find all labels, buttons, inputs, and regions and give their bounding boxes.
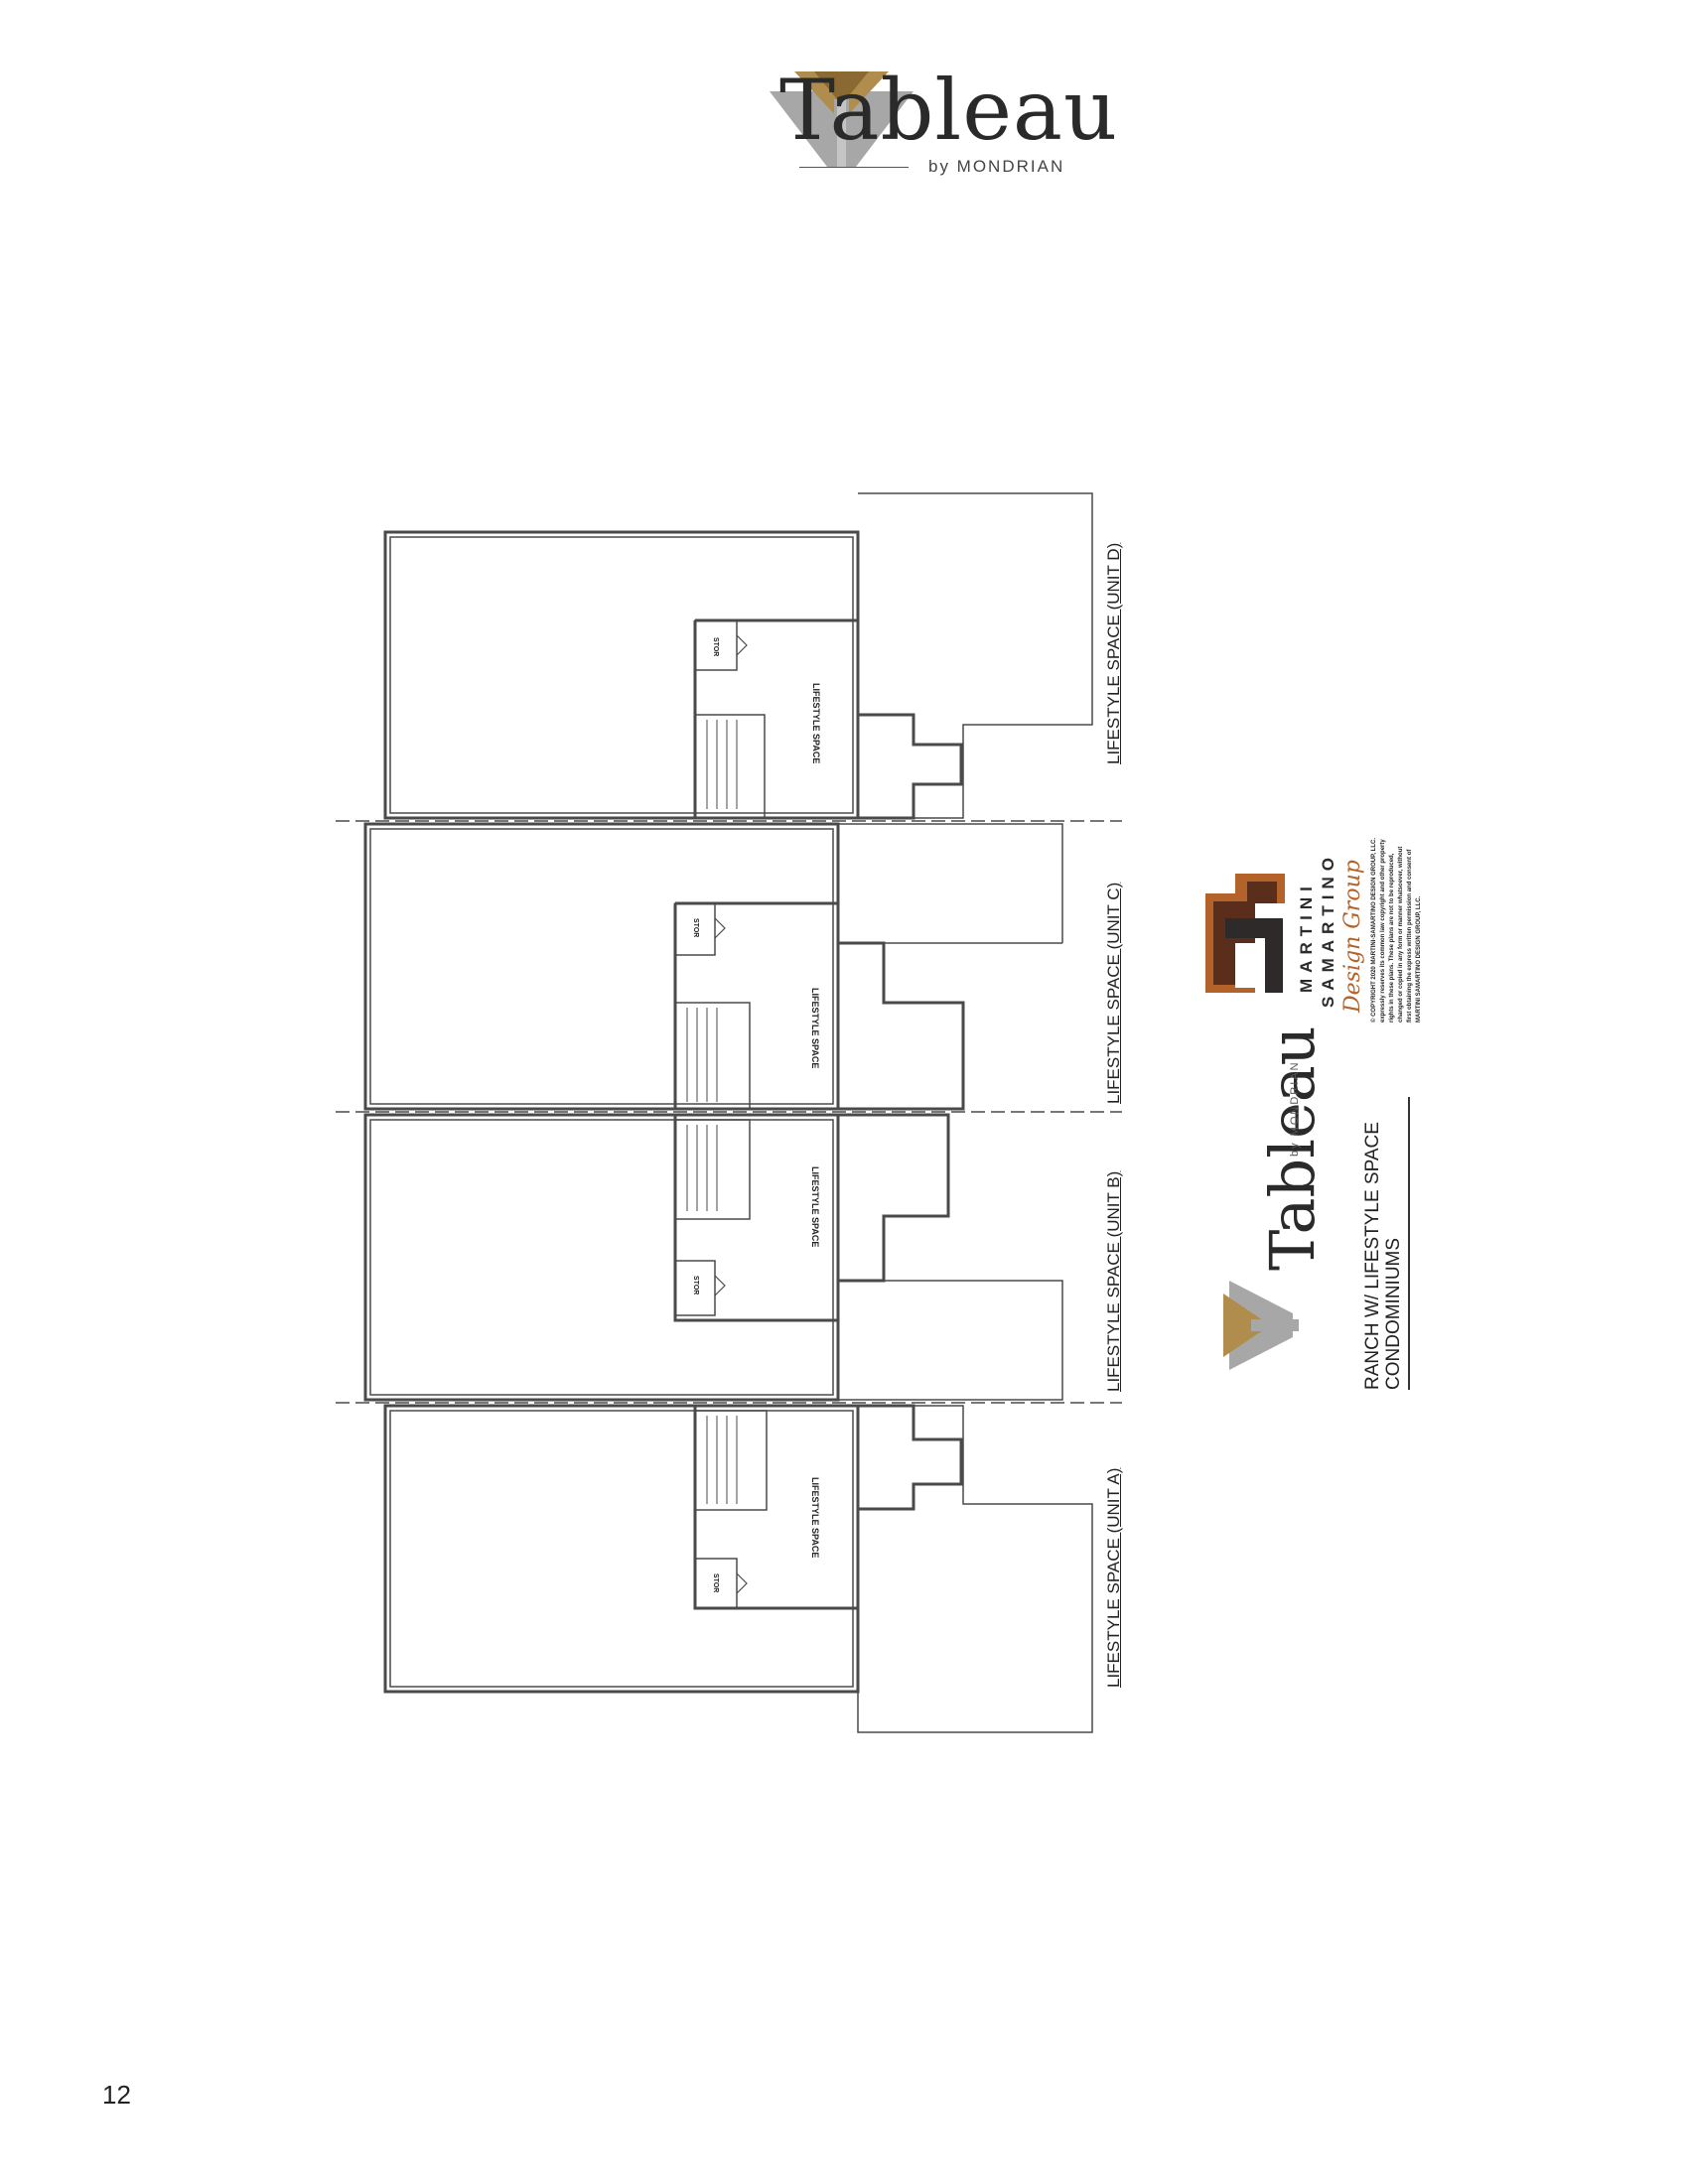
unit-label-d: LIFESTYLE SPACE (UNIT D) (1104, 542, 1123, 764)
title-block-rule (1408, 1097, 1410, 1390)
unit-d-walls (383, 492, 1093, 820)
unit-label-a: LIFESTYLE SPACE (UNIT A) (1104, 1467, 1123, 1688)
room-label-c: LIFESTYLE SPACE (810, 988, 820, 1069)
brand-subtitle: by MONDRIAN (928, 157, 1065, 176)
title-block-subtitle: CONDOMINIUMS (1383, 1237, 1404, 1390)
firm-name-line3: Design Group (1340, 860, 1365, 1013)
room-label-a: LIFESTYLE SPACE (810, 1477, 820, 1559)
firm-name-line2: SAMARTINO (1319, 852, 1337, 1008)
title-block: Tableau by MONDRIAN RANCH W/ LIFESTYLE S… (1172, 834, 1499, 1390)
unit-c-walls (363, 822, 1063, 1111)
demising-lines (336, 820, 1122, 1404)
page-number: 12 (102, 2080, 131, 2110)
storage-label-d: STOR (712, 637, 719, 657)
plan-walls (363, 492, 1093, 1733)
room-label-d: LIFESTYLE SPACE (811, 683, 821, 764)
tableau-logo-mark (770, 71, 914, 167)
title-block-logo-mark (1223, 1281, 1299, 1370)
firm-name-line1: MARTINI (1297, 881, 1316, 993)
copyright-notice: © COPYRIGHT 2020 MARTINI-SAMARTINO DESIG… (1371, 838, 1422, 1023)
ms-logo-mark (1205, 874, 1285, 993)
brand-name: Tableau (779, 62, 1119, 159)
storage-label-b: STOR (692, 1276, 699, 1296)
title-block-brand-sub: by MONDRIAN (1289, 1060, 1301, 1157)
unit-b-walls (363, 1113, 1063, 1402)
room-label-b: LIFESTYLE SPACE (810, 1166, 820, 1248)
unit-label-c: LIFESTYLE SPACE (UNIT C) (1104, 882, 1123, 1104)
storage-label-a: STOR (712, 1573, 719, 1593)
unit-a-walls (383, 1404, 1093, 1733)
brand-rule (799, 167, 909, 168)
storage-label-c: STOR (692, 918, 699, 938)
title-block-title: RANCH W/ LIFESTYLE SPACE (1362, 1122, 1383, 1390)
unit-label-b: LIFESTYLE SPACE (UNIT B) (1104, 1170, 1123, 1392)
